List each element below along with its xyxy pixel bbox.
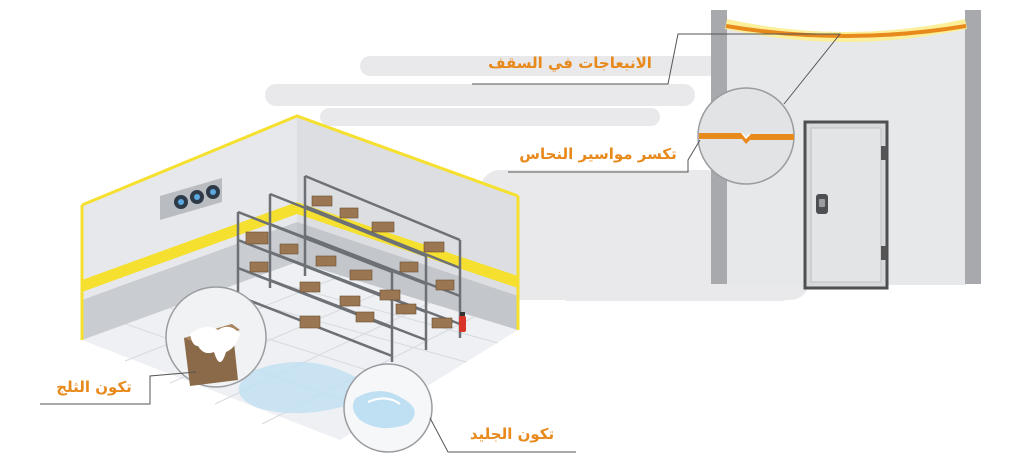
right-wall-pillar: [965, 10, 981, 284]
ice-magnifier: [343, 363, 433, 453]
cold-storage-room: [80, 114, 520, 453]
copper-pipe-magnifier: [697, 87, 795, 185]
evaporator-unit-icon: [160, 178, 222, 220]
ice-puddle-icon: [238, 362, 365, 414]
fire-extinguisher-icon: [459, 312, 466, 332]
warped-ceiling-line: [725, 24, 967, 38]
label-ice-formation: تكون الجليد: [469, 425, 555, 443]
wall-with-door-panel: [697, 10, 981, 290]
snow-magnifier: [165, 286, 267, 388]
cardboard-box-icon: [245, 195, 455, 329]
label-snow-formation: تكون الثلج: [56, 378, 132, 396]
shelving-rack-icon: [236, 174, 462, 362]
snow-pile-icon: [190, 326, 240, 362]
label-copper-pipe-break: تكسر مواسير النحاس: [519, 145, 677, 163]
leader-lines: [40, 33, 842, 453]
cold-room-door-icon: [803, 120, 889, 290]
label-ceiling-warping: الانبعاجات في السقف: [488, 54, 652, 72]
